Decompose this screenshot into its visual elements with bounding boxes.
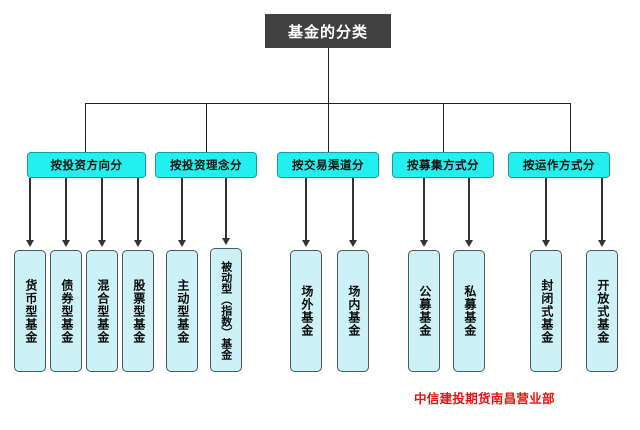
bus-drop-line-4 bbox=[443, 103, 444, 152]
connector-line-3 bbox=[101, 178, 103, 242]
connector-line-6 bbox=[225, 178, 227, 240]
leaf-label: 混合型基金 bbox=[95, 278, 110, 344]
category-node-按投资理念分[interactable]: 按投资理念分 bbox=[155, 152, 257, 178]
connector-arrowhead-6 bbox=[221, 238, 230, 245]
leaf-node-股票型基金[interactable]: 股票型基金 bbox=[122, 250, 154, 372]
connector-line-9 bbox=[423, 178, 425, 242]
bus-drop-line-5 bbox=[570, 103, 571, 152]
connector-line-10 bbox=[468, 178, 470, 242]
leaf-label: 被动型（指数）基金 bbox=[219, 260, 233, 360]
category-label: 按交易渠道分 bbox=[292, 158, 364, 172]
category-label: 按投资理念分 bbox=[170, 158, 242, 172]
connector-arrowhead-10 bbox=[464, 240, 473, 247]
connector-arrowhead-9 bbox=[419, 240, 428, 247]
category-node-按投资方向分[interactable]: 按投资方向分 bbox=[27, 152, 146, 178]
leaf-node-场内基金[interactable]: 场内基金 bbox=[337, 250, 369, 372]
bus-drop-line-1 bbox=[85, 103, 86, 152]
root-trunk-line bbox=[328, 48, 329, 103]
category-node-按募集方式分[interactable]: 按募集方式分 bbox=[392, 152, 494, 178]
leaf-label: 封闭式基金 bbox=[539, 278, 554, 344]
category-label: 按募集方式分 bbox=[407, 158, 479, 172]
leaf-node-主动型基金[interactable]: 主动型基金 bbox=[166, 250, 198, 372]
leaf-node-封闭式基金[interactable]: 封闭式基金 bbox=[530, 250, 562, 372]
category-node-按运作方式分[interactable]: 按运作方式分 bbox=[508, 152, 610, 178]
connector-arrowhead-2 bbox=[61, 240, 70, 247]
connector-arrowhead-12 bbox=[597, 240, 606, 247]
connector-arrowhead-4 bbox=[133, 240, 142, 247]
root-node-label: 基金的分类 bbox=[287, 22, 368, 41]
leaf-node-开放式基金[interactable]: 开放式基金 bbox=[586, 250, 618, 372]
connector-line-8 bbox=[352, 178, 354, 242]
bus-drop-line-2 bbox=[206, 103, 207, 152]
leaf-label: 股票型基金 bbox=[131, 278, 146, 344]
leaf-label: 货币型基金 bbox=[23, 278, 38, 344]
leaf-node-混合型基金[interactable]: 混合型基金 bbox=[86, 250, 118, 372]
connector-line-2 bbox=[65, 178, 67, 242]
category-node-按交易渠道分[interactable]: 按交易渠道分 bbox=[277, 152, 379, 178]
leaf-label: 公募基金 bbox=[417, 285, 432, 337]
connector-line-11 bbox=[545, 178, 547, 242]
leaf-node-货币型基金[interactable]: 货币型基金 bbox=[14, 250, 46, 372]
connector-line-7 bbox=[305, 178, 307, 242]
leaf-label: 债券型基金 bbox=[59, 278, 74, 344]
connector-line-4 bbox=[137, 178, 139, 242]
root-node-基金的分类: 基金的分类 bbox=[265, 14, 391, 48]
leaf-node-场外基金[interactable]: 场外基金 bbox=[290, 250, 322, 372]
leaf-label: 主动型基金 bbox=[175, 278, 190, 344]
connector-arrowhead-11 bbox=[541, 240, 550, 247]
watermark-text: 中信建投期货南昌营业部 bbox=[414, 391, 555, 406]
connector-arrowhead-3 bbox=[97, 240, 106, 247]
category-label: 按运作方式分 bbox=[523, 158, 595, 172]
connector-arrowhead-8 bbox=[348, 240, 357, 247]
leaf-node-被动型指数基金[interactable]: 被动型（指数）基金 bbox=[210, 248, 242, 372]
bus-drop-line-3 bbox=[328, 103, 329, 152]
leaf-node-债券型基金[interactable]: 债券型基金 bbox=[50, 250, 82, 372]
connector-arrowhead-5 bbox=[177, 240, 186, 247]
leaf-label: 私募基金 bbox=[462, 285, 477, 337]
connector-line-5 bbox=[181, 178, 183, 242]
leaf-node-公募基金[interactable]: 公募基金 bbox=[408, 250, 440, 372]
connector-arrowhead-7 bbox=[301, 240, 310, 247]
leaf-label: 场外基金 bbox=[299, 285, 314, 337]
leaf-label: 开放式基金 bbox=[595, 278, 610, 344]
leaf-label: 场内基金 bbox=[346, 285, 361, 337]
connector-arrowhead-1 bbox=[25, 240, 34, 247]
connector-line-1 bbox=[29, 178, 31, 242]
connector-line-12 bbox=[601, 178, 603, 242]
category-label: 按投资方向分 bbox=[50, 158, 123, 172]
leaf-node-私募基金[interactable]: 私募基金 bbox=[453, 250, 485, 372]
